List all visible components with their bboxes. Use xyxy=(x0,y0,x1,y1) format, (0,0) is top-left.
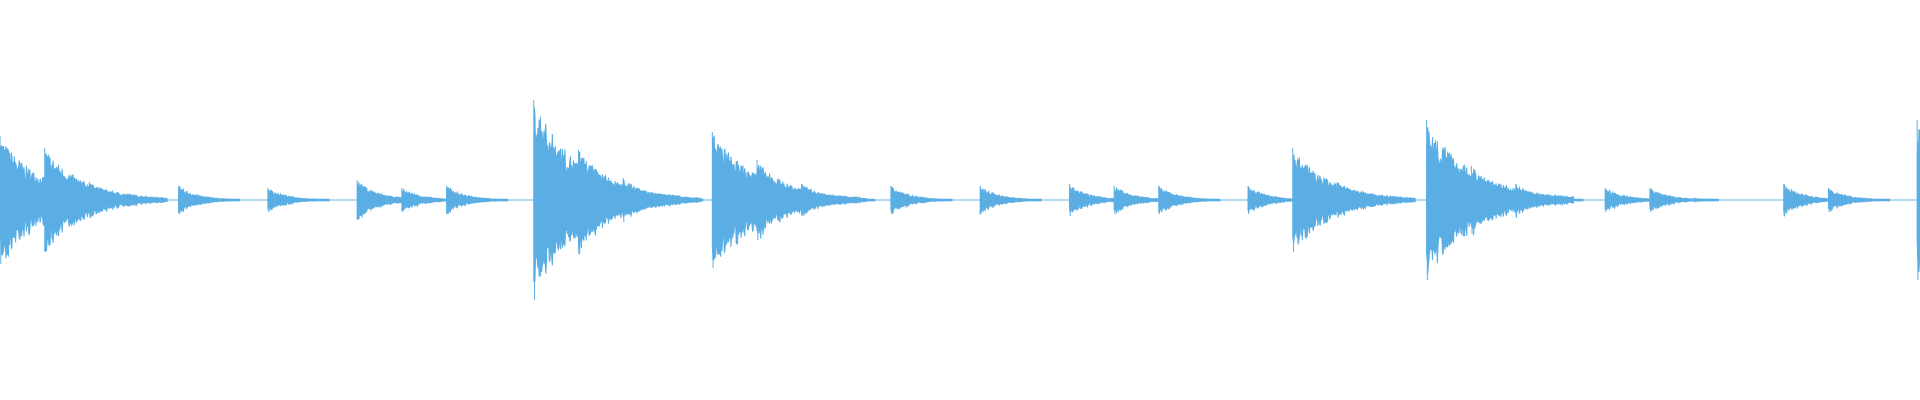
waveform-transient xyxy=(1916,119,1920,281)
waveform-transient-shape xyxy=(801,183,876,217)
waveform-transient-shape xyxy=(1336,181,1411,219)
waveform-transient xyxy=(1827,187,1891,213)
waveform-transient xyxy=(446,185,509,215)
waveform-transient xyxy=(267,187,330,213)
waveform-transient xyxy=(622,177,704,223)
waveform-transient-shape xyxy=(622,177,704,223)
waveform-transient-shape xyxy=(1515,183,1584,218)
waveform-transient-shape xyxy=(88,181,163,219)
waveform-transient xyxy=(1336,181,1411,219)
transient-layer xyxy=(0,99,1920,301)
waveform-transient xyxy=(1158,185,1221,215)
waveform-transient-shape xyxy=(890,185,953,215)
waveform-transient xyxy=(1693,197,1719,203)
waveform-transient-shape xyxy=(178,185,241,215)
waveform-transient-shape xyxy=(1827,187,1891,213)
waveform-transient-shape xyxy=(979,185,1042,215)
waveform-transient-shape xyxy=(1916,119,1920,281)
waveform-transient xyxy=(1515,183,1584,218)
waveform-transient xyxy=(979,185,1042,215)
waveform-transient-shape xyxy=(446,185,509,215)
waveform-transient xyxy=(88,181,163,219)
waveform-transient xyxy=(890,185,953,215)
waveform-transient xyxy=(801,183,876,217)
waveform-transient-shape xyxy=(267,187,330,213)
waveform-transient xyxy=(178,185,241,215)
waveform-transient-shape xyxy=(1693,197,1719,203)
waveform-transient-shape xyxy=(1158,185,1221,215)
